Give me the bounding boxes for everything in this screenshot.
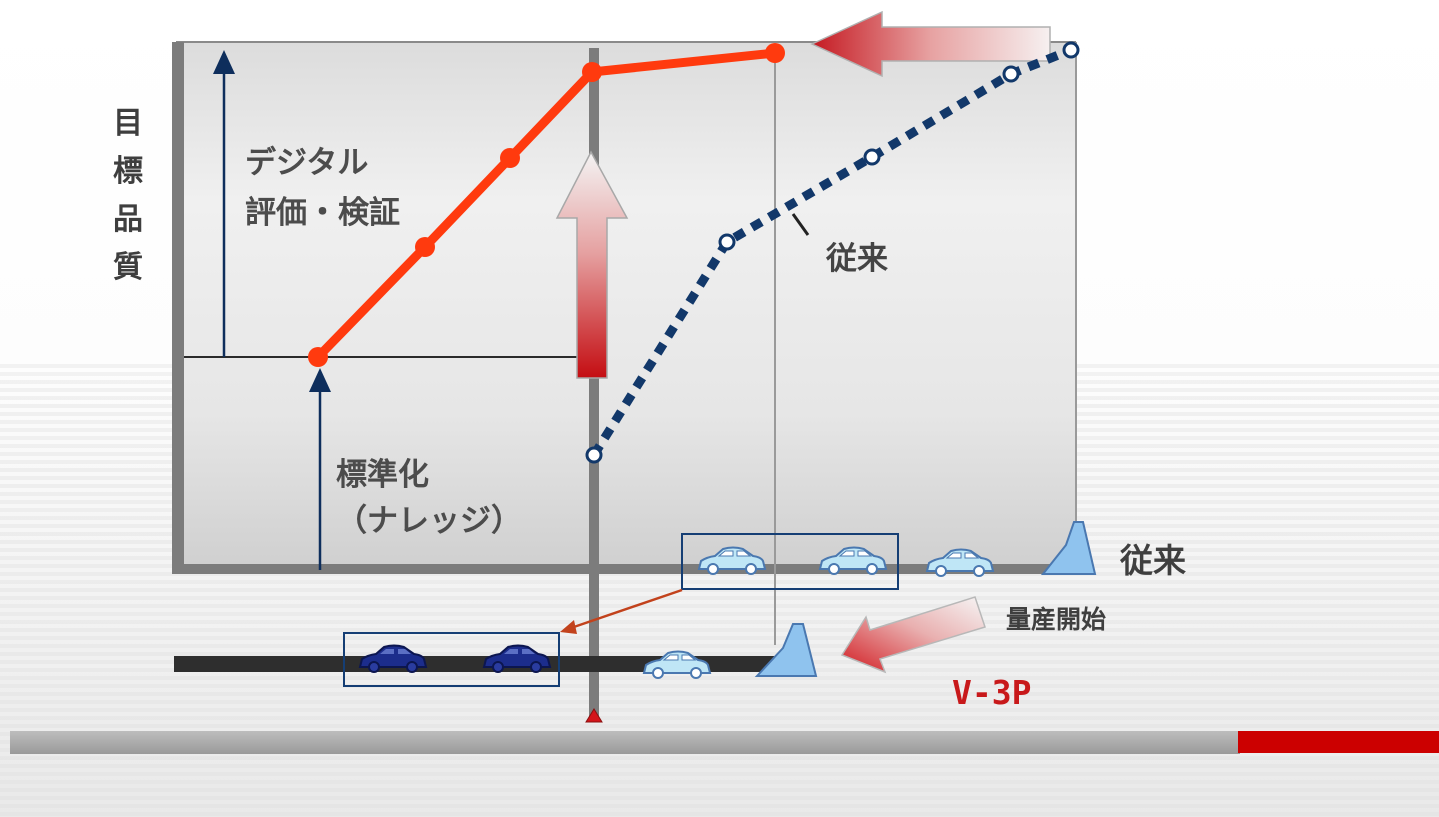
standardization-label-line2: （ナレッジ）	[336, 503, 522, 539]
transfer-arrow-icon	[560, 588, 683, 634]
standardization-label-line1: 標準化	[336, 457, 429, 493]
standardization-arrow-icon	[309, 368, 331, 570]
conventional-point	[863, 148, 881, 166]
trapezoid-marker-icon	[754, 623, 818, 677]
bottom-bar	[10, 731, 1240, 754]
trapezoid-marker-icon	[1040, 521, 1097, 575]
digital-label-line1: デジタル	[245, 145, 369, 181]
v3p-point	[415, 237, 435, 257]
digital-evaluation-label: デジタル 評価・検証	[245, 138, 400, 238]
v3p-point	[500, 148, 520, 168]
conventional-point	[718, 233, 736, 251]
v3p-label: V-3P	[952, 673, 1032, 712]
standardization-label: 標準化 （ナレッジ）	[336, 452, 522, 544]
v3p-timeline-bar	[174, 656, 788, 672]
conventional-row-label: 従来	[1120, 541, 1186, 580]
gradient-up-arrow-icon	[555, 150, 629, 379]
y-axis-char: 目	[113, 106, 143, 141]
y-axis-char: 品	[113, 202, 143, 237]
conventional-curve-leader	[791, 213, 810, 236]
gradient-left-arrow-icon	[810, 10, 1051, 78]
conventional-point	[1062, 41, 1080, 59]
accent-bar	[1238, 731, 1439, 753]
y-axis-char: 標	[113, 154, 143, 189]
conventional-point	[1002, 65, 1020, 83]
y-axis-char: 質	[113, 250, 143, 285]
conventional-timeline-bar	[172, 564, 1078, 574]
mass-production-start-label: 量産開始	[1006, 605, 1107, 634]
v3p-point	[765, 43, 785, 63]
gradient-diagonal-arrow-icon	[840, 596, 986, 674]
conventional-curve	[585, 41, 1080, 464]
milestone-axis	[589, 48, 599, 718]
digital-label-line2: 評価・検証	[245, 195, 400, 231]
conventional-point	[585, 446, 603, 464]
red-triangle-icon	[585, 708, 603, 723]
y-axis-bar	[172, 42, 184, 574]
v3p-prototype-box	[343, 632, 560, 687]
conventional-curve-label: 従来	[826, 241, 888, 277]
y-axis-label: 目 標 品 質	[108, 100, 148, 292]
digital-arrow-icon	[213, 50, 235, 357]
v3p-point	[582, 62, 602, 82]
v3p-curve	[308, 43, 785, 367]
v3p-point	[308, 347, 328, 367]
chart-panel	[176, 42, 1076, 572]
conventional-prototype-box	[681, 533, 899, 590]
